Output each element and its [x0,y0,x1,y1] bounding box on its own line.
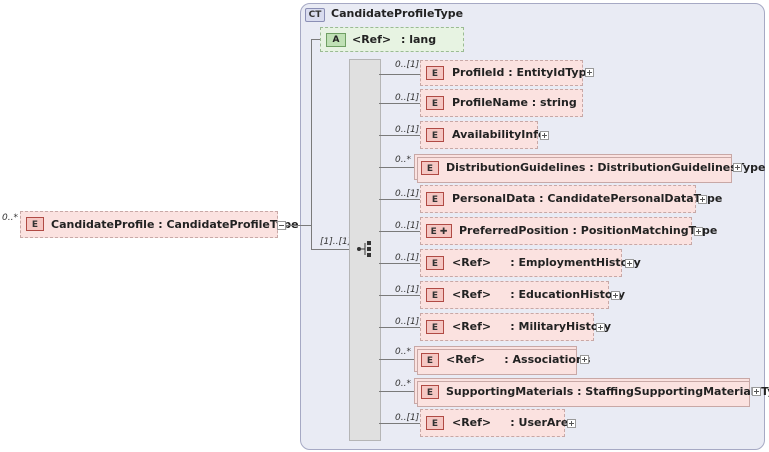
attribute-name: : lang [401,33,437,46]
element-label: <Ref> : EducationHistory [452,288,626,301]
complex-type-title: CandidateProfileType [331,7,464,20]
element-cardinality: 0..[1] [395,285,420,295]
element-cardinality: 0..[1] [395,413,420,423]
element-label: PreferredPosition : PositionMatchingType [459,224,718,237]
element-badge: E ✚ [426,224,452,238]
element-badge: E [421,353,439,367]
element-profile-id[interactable] [420,60,583,86]
element-badge: E [426,320,444,334]
element-label: <Ref> : UserArea [452,416,576,429]
root-cardinality: 0..* [2,213,18,223]
element-employment-history[interactable] [420,249,622,277]
connector-line [379,327,420,328]
element-cardinality: 0..* [395,155,411,165]
element-badge: E [426,96,444,110]
element-military-history[interactable] [420,313,594,341]
root-element-label: CandidateProfile : CandidateProfileType [51,218,299,231]
element-cardinality: 0..[1] [395,189,420,199]
connector-line [379,103,420,104]
expand-icon[interactable] [733,163,742,172]
expand-icon[interactable] [752,387,761,396]
root-element-badge: E [26,217,44,231]
element-cardinality: 0..[1] [395,221,420,231]
element-preferred-position[interactable] [420,217,692,245]
element-badge: E [426,192,444,206]
connector-line [379,359,414,360]
element-education-history[interactable] [420,281,609,309]
collapse-icon[interactable] [277,221,286,230]
complex-type-badge: CT [305,8,325,22]
element-label: <Ref> : EmploymentHistory [452,256,641,269]
element-label: ProfileId : EntityIdType [452,66,594,79]
element-personal-data[interactable] [420,185,696,213]
element-badge: E [421,161,439,175]
element-cardinality: 0..* [395,347,411,357]
expand-icon[interactable] [698,195,707,204]
attribute-box[interactable] [320,27,464,52]
element-badge: E [426,256,444,270]
element-badge: E [421,385,439,399]
expand-icon[interactable] [580,355,589,364]
attribute-ref-label: <Ref> [352,33,392,46]
element-supporting-materials-stack [417,381,750,407]
expand-icon[interactable] [540,131,549,140]
element-badge: E [426,288,444,302]
connector-line [379,391,414,392]
connector-line [379,231,420,232]
element-associations-stack [417,349,577,375]
element-cardinality: 0..[1] [395,93,420,103]
connector-line [311,39,321,40]
connector-line [379,135,420,136]
connector-line [311,39,312,249]
expand-icon[interactable] [611,291,620,300]
sequence-cardinality: [1]..[1] [320,237,352,247]
element-label: SupportingMaterials : StaffingSupporting… [446,385,769,398]
element-badge: E [426,66,444,80]
element-cardinality: 0..[1] [395,60,420,70]
element-label: <Ref> : Associations [446,353,591,366]
attribute-badge: A [326,33,346,47]
element-label: ProfileName : string [452,96,577,109]
connector-line [379,423,420,424]
element-badge: E [426,128,444,142]
expand-icon[interactable] [596,323,605,332]
connector-line [379,167,414,168]
element-cardinality: 0..[1] [395,317,420,327]
expand-icon[interactable] [567,419,576,428]
connector-line [311,249,349,250]
element-label: DistributionGuidelines : DistributionGui… [446,161,766,174]
element-label: <Ref> : MilitaryHistory [452,320,611,333]
sequence-icon [357,241,371,257]
element-label: PersonalData : CandidatePersonalDataType [452,192,723,205]
element-cardinality: 0..[1] [395,125,420,135]
element-distribution-guidelines-stack [417,157,732,183]
element-user-area[interactable] [420,409,565,437]
element-profile-name[interactable] [420,89,583,117]
connector-line [379,295,420,296]
element-cardinality: 0..[1] [395,253,420,263]
connector-line [379,263,420,264]
expand-icon[interactable] [694,227,703,236]
root-element[interactable] [20,211,278,238]
expand-icon[interactable] [585,68,594,77]
expand-icon[interactable] [625,259,634,268]
element-label: AvailabilityInfo [452,128,546,141]
extension-icon: ✚ [436,227,448,237]
connector-line [379,74,420,75]
element-badge: E [426,416,444,430]
connector-line [379,199,420,200]
connector-line [286,225,311,226]
element-cardinality: 0..* [395,379,411,389]
